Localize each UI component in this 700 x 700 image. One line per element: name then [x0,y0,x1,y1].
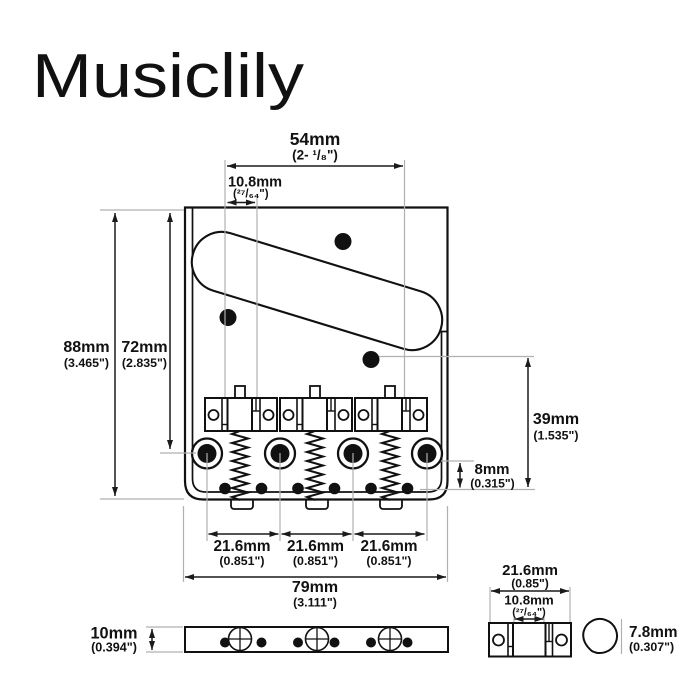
dim-string-spacing-mm: 10.8mm [228,175,282,191]
dim-saddle-screw-spacing-inch: (²⁷/₆₄") [512,607,546,619]
saddle-detail-view [488,618,618,658]
mount-hole [334,233,352,250]
saddle-block [512,622,547,658]
countersunk-screw-icon [227,626,253,652]
plate-side-view [184,626,449,653]
saddle-barrel-section [582,618,618,654]
plate-inner-lip [191,207,448,493]
dim-row-gap-mm: 8mm [474,461,509,478]
string-hole [219,482,231,495]
mount-hole [362,351,380,368]
saddle [279,385,353,432]
dim-screw-to-string-row-inch: (1.535") [533,429,578,443]
string-hole [365,482,377,495]
dim-plate-thickness-inch: (0.394") [91,641,137,655]
side-string-hole [293,637,303,648]
dimension-labels: 54mm (2- ¹/₈") 10.8mm (²⁷/₆₄") 88mm (3.4… [63,129,677,655]
dim-plate-width-inch: (3.111") [293,596,337,610]
dim-plate-thickness-mm: 10mm [90,625,137,643]
saddle-screw-hole [492,633,505,647]
countersunk-screw-icon [377,626,403,652]
dim-screw-spacing-3-inch: (0.851") [366,554,411,568]
side-string-hole [220,637,230,648]
dim-screw-spacing-2-mm: 21.6mm [287,538,344,555]
pickup-slot [190,230,444,352]
dim-screw-spacing-2-inch: (0.851") [293,554,338,568]
dim-screw-spacing-1-mm: 21.6mm [214,538,271,555]
dim-plate-length-mm: 88mm [63,339,109,356]
dimension-lines [112,163,569,650]
dim-screw-to-string-row-mm: 39mm [533,411,579,428]
mount-hole [219,309,237,326]
dim-saddle-screw-spacing-mm: 10.8mm [504,593,554,608]
string-hole [255,482,268,495]
saddles [204,385,428,432]
string-holes [219,482,414,495]
intonation-springs [228,430,402,501]
saddle [354,385,428,432]
spring [378,430,402,501]
side-string-hole [366,637,376,648]
spring [228,430,252,501]
dim-string-span-mm: 54mm [290,129,341,149]
brand-logo: Musiclily [32,42,304,111]
dim-edge-to-screw-row-inch: (2.835") [122,356,167,370]
saddle-screw-hole [555,633,568,647]
dim-edge-to-screw-row-mm: 72mm [121,339,167,356]
dim-row-gap-inch: (0.315") [470,477,514,491]
dim-string-spacing-inch: (²⁷/₆₄") [233,189,269,201]
spring [303,430,327,501]
countersunk-screw-icon [304,626,330,652]
side-string-hole [256,637,267,648]
dim-string-span-inch: (2- ¹/₈") [292,148,338,163]
saddle [204,385,278,432]
side-string-hole [402,637,413,648]
dim-saddle-length-mm: 21.6mm [502,562,558,579]
dim-saddle-length-inch: (0.85") [511,577,549,591]
side-string-hole [329,637,340,648]
string-hole [401,482,414,495]
dim-screw-spacing-1-inch: (0.851") [219,554,264,568]
dim-plate-width-mm: 79mm [292,579,338,596]
dim-screw-spacing-3-mm: 21.6mm [361,538,418,555]
string-hole [328,482,341,495]
dim-saddle-barrel-diameter-mm: 7.8mm [629,624,677,641]
extension-lines [100,160,623,654]
dim-saddle-barrel-diameter-inch: (0.307") [629,640,674,654]
dim-plate-length-inch: (3.465") [64,356,109,370]
string-hole [292,482,304,495]
